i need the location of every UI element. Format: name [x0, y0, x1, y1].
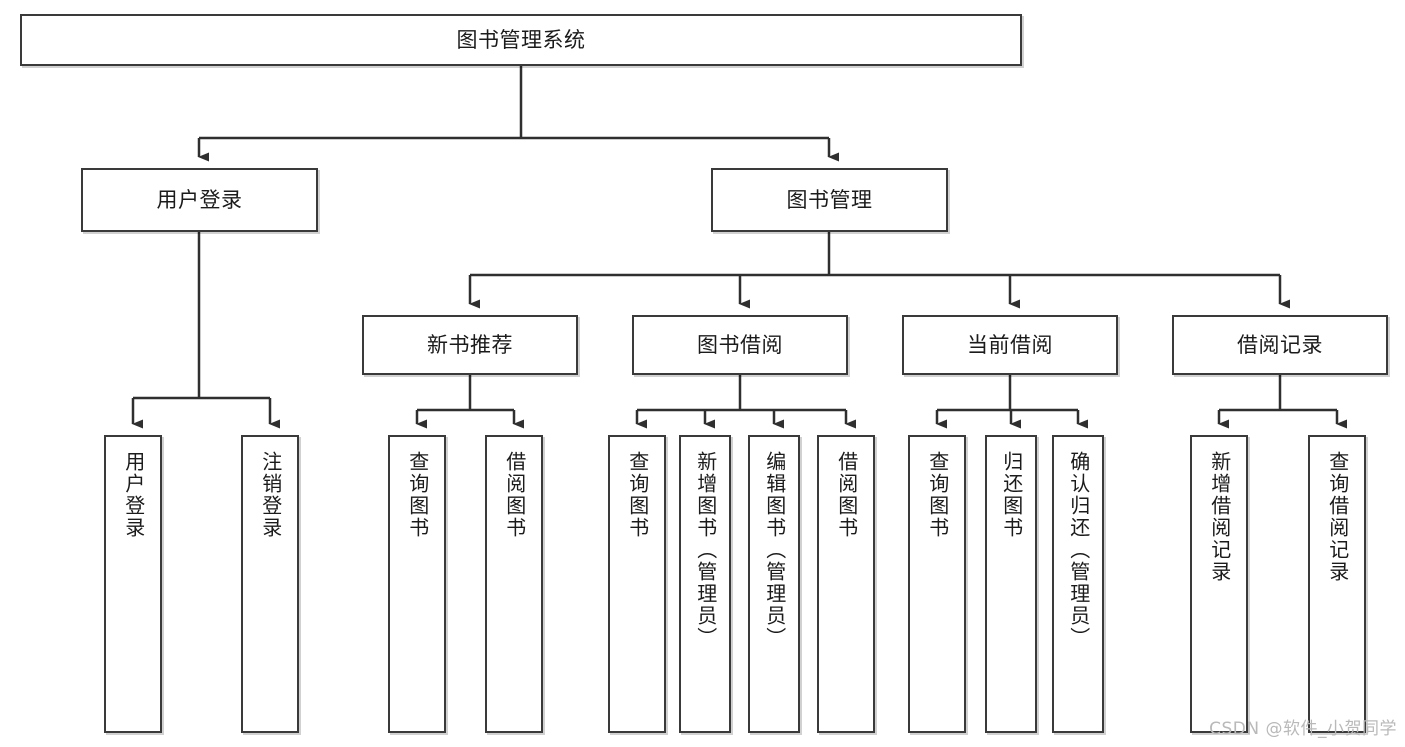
node-leaf-query-record[interactable]: 查询借阅记录 — [1308, 435, 1366, 733]
node-leaf-user-login[interactable]: 用户登录 — [104, 435, 162, 733]
node-leaf-query-record-label: 查询借阅记录 — [1325, 451, 1350, 583]
node-leaf-borrow-book-2[interactable]: 借阅图书 — [817, 435, 875, 733]
node-leaf-confirm-return[interactable]: 确认归还（管理员） — [1052, 435, 1104, 733]
node-book-manage[interactable]: 图书管理 — [711, 168, 948, 232]
node-root-label: 图书管理系统 — [456, 27, 586, 52]
node-current-borrow[interactable]: 当前借阅 — [902, 315, 1118, 375]
node-leaf-query-book-2-label: 查询图书 — [625, 451, 650, 539]
node-new-book-rec[interactable]: 新书推荐 — [362, 315, 578, 375]
node-borrow-record-label: 借阅记录 — [1237, 332, 1323, 357]
node-book-manage-label: 图书管理 — [786, 187, 873, 212]
node-leaf-query-book-1-label: 查询图书 — [405, 451, 430, 539]
node-leaf-query-book-3-label: 查询图书 — [925, 451, 950, 539]
node-book-borrow-label: 图书借阅 — [697, 332, 783, 357]
node-leaf-borrow-book-1[interactable]: 借阅图书 — [485, 435, 543, 733]
node-leaf-user-login-label: 用户登录 — [121, 451, 146, 539]
node-leaf-user-logout-label: 注销登录 — [258, 451, 283, 539]
watermark: CSDN @软件_小贺同学 — [1209, 719, 1397, 739]
node-leaf-edit-book-label: 编辑图书（管理员） — [762, 451, 787, 649]
node-current-borrow-label: 当前借阅 — [967, 332, 1053, 357]
node-new-book-rec-label: 新书推荐 — [427, 332, 513, 357]
node-leaf-add-book-label: 新增图书（管理员） — [693, 451, 718, 649]
node-leaf-edit-book[interactable]: 编辑图书（管理员） — [748, 435, 800, 733]
node-leaf-add-record[interactable]: 新增借阅记录 — [1190, 435, 1248, 733]
node-leaf-query-book-2[interactable]: 查询图书 — [608, 435, 666, 733]
node-user-login[interactable]: 用户登录 — [81, 168, 318, 232]
node-leaf-return-book[interactable]: 归还图书 — [985, 435, 1037, 733]
node-book-borrow[interactable]: 图书借阅 — [632, 315, 848, 375]
node-root[interactable]: 图书管理系统 — [20, 14, 1022, 66]
node-borrow-record[interactable]: 借阅记录 — [1172, 315, 1388, 375]
node-leaf-confirm-return-label: 确认归还（管理员） — [1066, 451, 1091, 649]
node-leaf-borrow-book-2-label: 借阅图书 — [834, 451, 859, 539]
node-leaf-user-logout[interactable]: 注销登录 — [241, 435, 299, 733]
node-leaf-borrow-book-1-label: 借阅图书 — [502, 451, 527, 539]
node-leaf-query-book-1[interactable]: 查询图书 — [388, 435, 446, 733]
node-leaf-add-record-label: 新增借阅记录 — [1207, 451, 1232, 583]
node-user-login-label: 用户登录 — [156, 187, 243, 212]
node-leaf-query-book-3[interactable]: 查询图书 — [908, 435, 966, 733]
node-leaf-add-book[interactable]: 新增图书（管理员） — [679, 435, 731, 733]
node-leaf-return-book-label: 归还图书 — [999, 451, 1024, 539]
